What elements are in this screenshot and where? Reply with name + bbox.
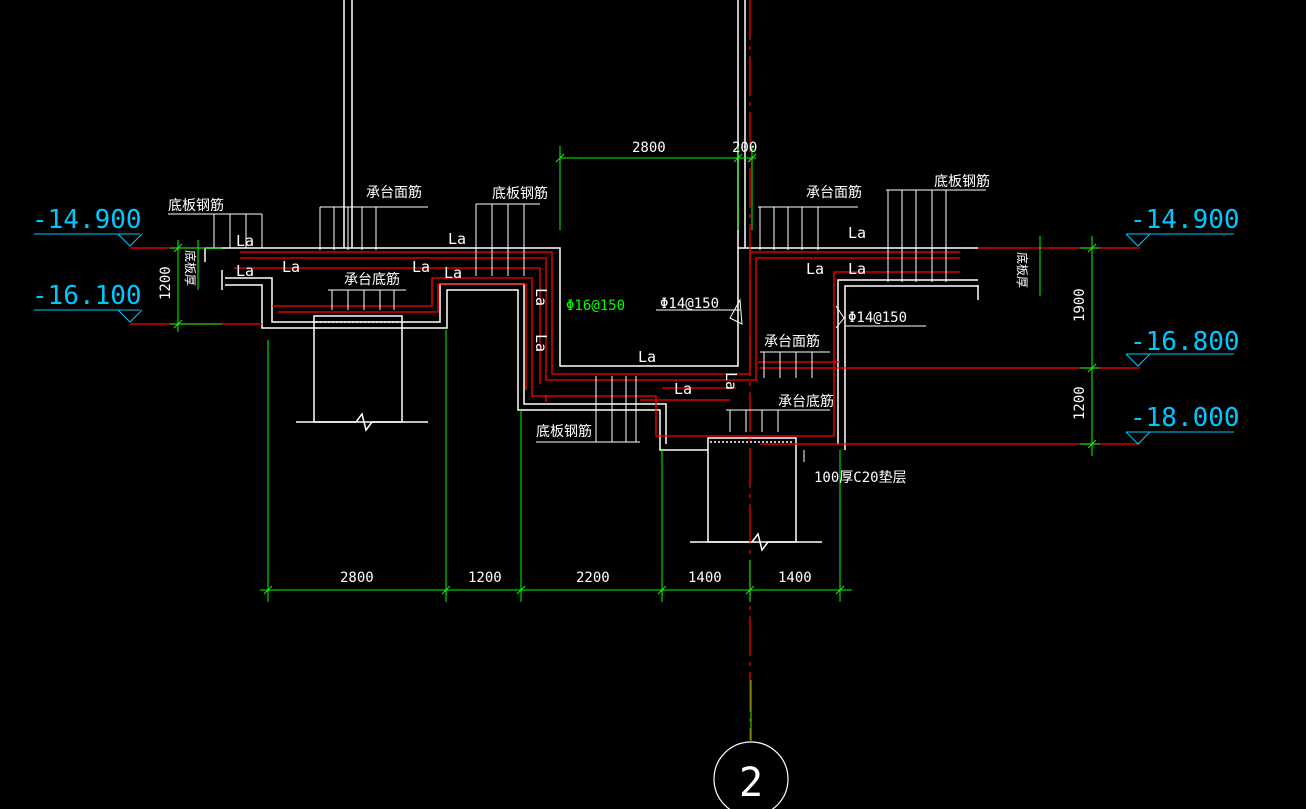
dim-bottom-4: 1400 <box>688 570 722 586</box>
label-la-6: La <box>444 264 462 282</box>
dim-left-height: 1200 <box>158 266 174 300</box>
label-la-13: La <box>532 334 550 352</box>
elevation-texts: -14.900 -16.100 -14.900 -16.800 -18.000 <box>32 205 1240 433</box>
dim-right-lower-height: 1200 <box>1072 386 1088 420</box>
label-cap-bottom-rebar-1: 承台底筋 <box>344 271 400 288</box>
dim-bottom-1: 2800 <box>340 570 374 586</box>
label-la-7: La <box>638 348 656 366</box>
label-tick-groups <box>168 189 986 462</box>
label-la-2: La <box>236 262 254 280</box>
annotation-texts: 底板钢筋 承台面筋 底板钢筋 承台面筋 底板钢筋 承台底筋 承台面筋 承台底筋 … <box>168 173 1030 486</box>
dim-top-side: 200 <box>732 140 757 156</box>
dimension-lines <box>170 146 1100 809</box>
label-cap-top-rebar-1: 承台面筋 <box>366 184 422 201</box>
label-slab-thickness-right: 底板厚 <box>1015 252 1030 288</box>
label-phi14-1: Φ14@150 <box>660 296 719 312</box>
elevation-left-top: -14.900 <box>32 205 142 235</box>
label-la-1: La <box>236 232 254 250</box>
dimension-texts: 2800 200 1200 1900 1200 2800 1200 2200 1… <box>158 140 1088 586</box>
label-la-5: La <box>448 230 466 248</box>
label-slab-thickness-left: 底板厚 <box>183 250 198 286</box>
dim-top-width: 2800 <box>632 140 666 156</box>
label-cap-top-rebar-3: 承台面筋 <box>764 333 820 350</box>
label-la-8: La <box>674 380 692 398</box>
label-cushion-layer: 100厚C20垫层 <box>814 470 907 486</box>
label-la-10: La <box>806 260 824 278</box>
elevation-right-bottom: -18.000 <box>1130 403 1240 433</box>
label-bottom-slab-rebar-4: 底板钢筋 <box>536 423 592 440</box>
label-la-3: La <box>282 258 300 276</box>
label-phi16: Φ16@150 <box>566 298 625 314</box>
label-la-4: La <box>412 258 430 276</box>
label-bottom-slab-rebar-2: 底板钢筋 <box>492 185 548 202</box>
elevation-right-mid: -16.800 <box>1130 327 1240 357</box>
label-phi14-2: Φ14@150 <box>848 310 907 326</box>
dim-bottom-3: 2200 <box>576 570 610 586</box>
anchor-length-texts: La La La La La La La La La La La La La L… <box>236 224 866 398</box>
label-bottom-slab-rebar-3: 底板钢筋 <box>934 173 990 190</box>
label-cap-top-rebar-2: 承台面筋 <box>806 184 862 201</box>
elevation-left-bottom: -16.100 <box>32 281 142 311</box>
rebar-lines <box>130 247 1140 445</box>
elevation-right-top: -14.900 <box>1130 205 1240 235</box>
section-marker-number: 2 <box>739 760 763 806</box>
label-bottom-slab-rebar-1: 底板钢筋 <box>168 197 224 214</box>
dim-bottom-5: 1400 <box>778 570 812 586</box>
dim-right-upper-height: 1900 <box>1072 288 1088 322</box>
label-cap-bottom-rebar-2: 承台底筋 <box>778 393 834 410</box>
elevation-markers <box>34 233 1234 445</box>
label-la-9: La <box>848 224 866 242</box>
label-la-12: La <box>532 288 550 306</box>
dim-bottom-2: 1200 <box>468 570 502 586</box>
label-la-14: La <box>722 372 740 390</box>
label-la-11: La <box>848 260 866 278</box>
